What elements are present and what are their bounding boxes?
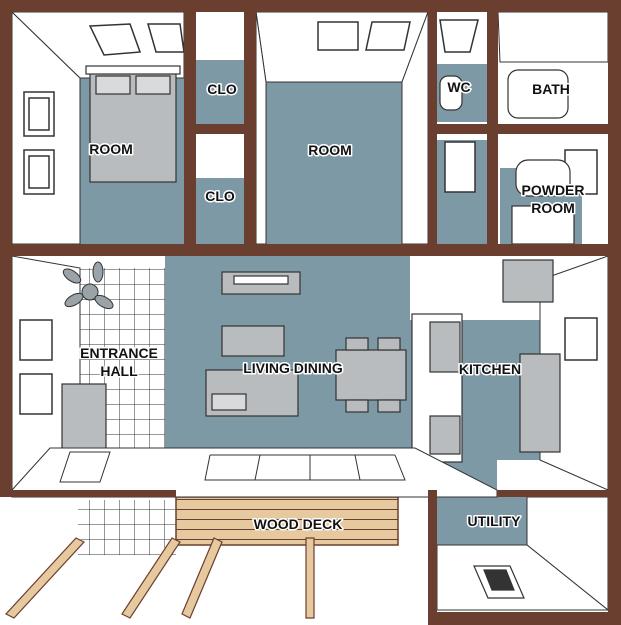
window-entrance-2 bbox=[19, 373, 53, 415]
wall-bottom-left bbox=[0, 490, 176, 497]
fridge-tall-cabinet bbox=[519, 353, 561, 453]
deck-beam-2 bbox=[121, 537, 181, 619]
label-entrance-hall-line2: HALL bbox=[100, 363, 138, 379]
window-left-1-pane bbox=[28, 97, 50, 131]
shoe-cabinet bbox=[61, 383, 107, 455]
wall-clo-mid bbox=[184, 124, 256, 134]
kitchen-sink bbox=[429, 321, 461, 373]
powder-sink bbox=[515, 159, 571, 197]
bed-headboard bbox=[85, 65, 181, 75]
utility-hatch-inner bbox=[483, 569, 515, 591]
chair-3 bbox=[345, 399, 369, 413]
window-left-2-pane bbox=[28, 155, 50, 189]
label-clo-top: CLO bbox=[207, 81, 237, 97]
wall-utility-left bbox=[428, 490, 437, 625]
kitchen-upper-cabinet bbox=[502, 259, 554, 303]
windows bbox=[19, 19, 598, 415]
bathtub bbox=[507, 69, 569, 119]
terrace-lines bbox=[11, 447, 498, 498]
clo-bottom-floor bbox=[196, 178, 244, 244]
deck-surface bbox=[175, 496, 399, 546]
dining-table bbox=[335, 349, 407, 401]
wood-deck bbox=[5, 496, 399, 619]
label-entrance-hall-line1: ENTRANCE bbox=[80, 345, 158, 361]
chair-2 bbox=[377, 337, 401, 351]
deck-beam-4 bbox=[305, 537, 315, 619]
bath-back-wall bbox=[497, 11, 609, 63]
label-living-dining: LIVING DINING bbox=[243, 360, 343, 376]
window-entrance-1 bbox=[19, 319, 53, 361]
wall-outer-top bbox=[0, 0, 621, 12]
deck-beam-3 bbox=[181, 537, 223, 619]
terrace-window-frames bbox=[204, 454, 406, 481]
wall-utility-right bbox=[608, 490, 621, 625]
label-powder-room-line1: POWDER bbox=[522, 182, 585, 198]
tv bbox=[233, 275, 289, 285]
wall-faces bbox=[10, 10, 610, 612]
deck-beam-1 bbox=[5, 537, 85, 619]
label-wc: WC bbox=[447, 79, 470, 95]
plant-icon bbox=[62, 261, 114, 310]
entrance-door-frame bbox=[59, 451, 111, 483]
skylight-4 bbox=[365, 21, 411, 51]
window-hall-small bbox=[444, 141, 476, 193]
washer bbox=[511, 205, 575, 245]
label-room-center: ROOM bbox=[308, 142, 352, 158]
chair-1 bbox=[345, 337, 369, 351]
kitchen-stove bbox=[429, 415, 461, 455]
label-utility: UTILITY bbox=[468, 513, 522, 529]
entrance-step-tile bbox=[78, 500, 176, 555]
bed-pillow-2 bbox=[135, 75, 171, 95]
labels: ROOM CLO CLO ROOM WC BATH POWDER ROOM EN… bbox=[79, 78, 586, 534]
wc-window bbox=[439, 19, 479, 53]
label-kitchen: KITCHEN bbox=[459, 361, 521, 377]
furniture bbox=[61, 65, 575, 599]
label-clo-bottom: CLO bbox=[205, 188, 235, 204]
toilet bbox=[439, 75, 463, 111]
label-room-left: ROOM bbox=[89, 141, 133, 157]
wall-mid-horizontal bbox=[0, 244, 621, 256]
clo-top-floor bbox=[196, 60, 244, 124]
skylight-1 bbox=[88, 23, 142, 56]
utility-floor bbox=[437, 497, 527, 545]
skylight-3 bbox=[317, 21, 359, 51]
window-kitchen bbox=[564, 317, 598, 361]
wall-bottom-right bbox=[497, 490, 621, 497]
label-bath: BATH bbox=[532, 81, 570, 97]
room-center-floor bbox=[266, 82, 402, 244]
sofa-cushion bbox=[211, 393, 247, 411]
coffee-table bbox=[221, 325, 285, 357]
wall-wc-bottom bbox=[428, 124, 608, 134]
wall-utility-bottom bbox=[428, 612, 621, 625]
chair-4 bbox=[377, 399, 401, 413]
label-wood-deck: WOOD DECK bbox=[254, 516, 343, 532]
label-powder-room-line2: ROOM bbox=[531, 200, 575, 216]
bed-pillow-1 bbox=[95, 75, 131, 95]
